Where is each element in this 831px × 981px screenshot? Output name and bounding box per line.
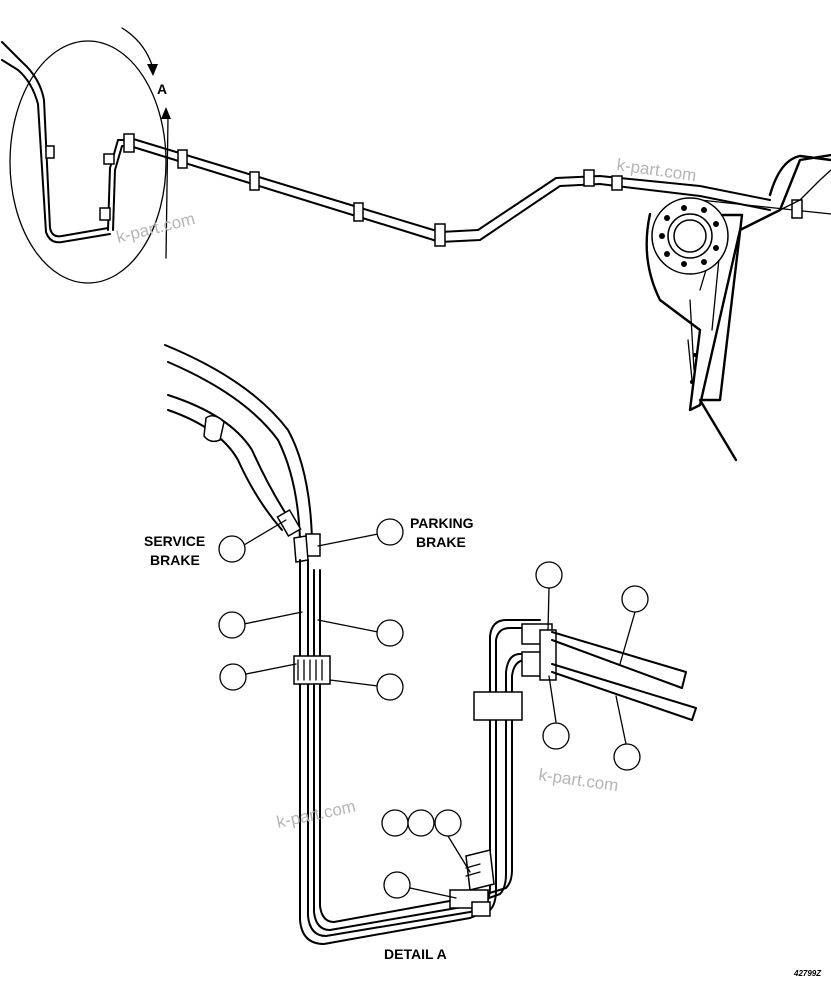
brake-tube-2 [307,559,471,937]
leader-callout-12 [409,887,457,899]
leader-callout-5 [245,663,297,675]
leader-callout-4 [317,619,379,633]
overview-clip-run-8 [791,199,803,219]
leader-service-brake [243,519,287,546]
callout-balloon [376,619,404,647]
callout-balloon [218,611,246,639]
callout-balloon [383,871,411,899]
overview-clip-run-6 [583,169,595,187]
overview-riser-2 [112,145,133,231]
view-label-a: A [157,81,167,97]
detail-a-view: SERVICE BRAKE PARKING BRAKE DETAIL A [144,344,697,962]
brake-tube-3 [313,569,469,931]
callout-balloon [434,809,462,837]
watermark: k-part.com [537,765,619,795]
tube-clip-block [293,655,331,685]
overview-clip-run-5 [434,223,446,247]
view-arrow-lower [165,117,169,259]
leader-callout-10 [615,695,627,745]
callout-balloon [542,722,570,750]
parking-brake-hose-edge [167,361,301,541]
overview-clip-run-7 [611,175,623,191]
leader-callout-11 [447,835,471,873]
riser-tube-4 [477,653,541,903]
parking-brake-label-line1: PARKING [410,515,474,531]
leader-callout-9 [548,675,557,723]
outgoing-tube-4 [551,671,693,721]
riser-clip [473,691,523,721]
axle-housing [645,153,831,462]
leader-callout-6 [329,679,379,687]
overview-clip-1 [45,145,55,159]
leader-callout-3 [243,611,303,625]
callout-balloon [219,663,247,691]
leader-parking-brake [317,533,379,547]
overview-tube-run-c [699,199,831,215]
view-arrow-upper [121,27,154,69]
overview-clip-run-2 [177,149,188,169]
lower-bracket [465,849,495,891]
service-brake-hose [167,394,291,521]
service-brake-hose-edge [167,409,283,531]
callout-parking-brake [376,518,404,546]
leader-callout-7 [547,587,550,631]
overview-clip-2 [103,153,115,165]
overview-clip-3 [99,207,111,221]
watermark: k-part.com [615,155,697,185]
riser-tube-1 [469,627,541,919]
figure-number: 42799Z [793,969,822,978]
callout-service-brake [218,535,246,563]
overview-brake-line-left-2 [1,59,111,244]
service-brake-label-line1: SERVICE [144,533,205,549]
watermark: k-part.com [275,797,357,832]
callout-balloon [621,585,649,613]
service-brake-label-line2: BRAKE [150,552,200,568]
overview-view: A [1,27,831,462]
view-arrow-upper-head [147,64,158,76]
view-arrow-lower-head [161,107,171,119]
brake-tube-1 [299,559,471,945]
overview-clip-run-3 [249,171,260,191]
detail-a-circle [9,40,167,284]
callout-balloon [381,809,409,837]
brake-tube-4 [319,569,467,923]
parking-brake-hose [164,344,313,541]
overview-brake-line-left [1,41,109,238]
outgoing-tube-1 [551,631,687,673]
riser-tube-3 [479,659,541,897]
parking-brake-label-line2: BRAKE [416,534,466,550]
hose-sleeve [203,415,225,443]
watermark: k-part.com [114,209,197,247]
outgoing-tube-3 [551,663,697,709]
leader-callout-8 [619,611,636,665]
overview-clip-run-1 [123,133,135,153]
callout-balloon [613,743,641,771]
overview-clip-run-4 [353,202,364,222]
callout-balloon [376,673,404,701]
service-brake-fitting [276,508,302,538]
callout-balloon [535,561,563,589]
detail-a-label: DETAIL A [384,946,447,962]
outgoing-tube-2 [551,639,683,689]
callout-balloon [407,809,435,837]
